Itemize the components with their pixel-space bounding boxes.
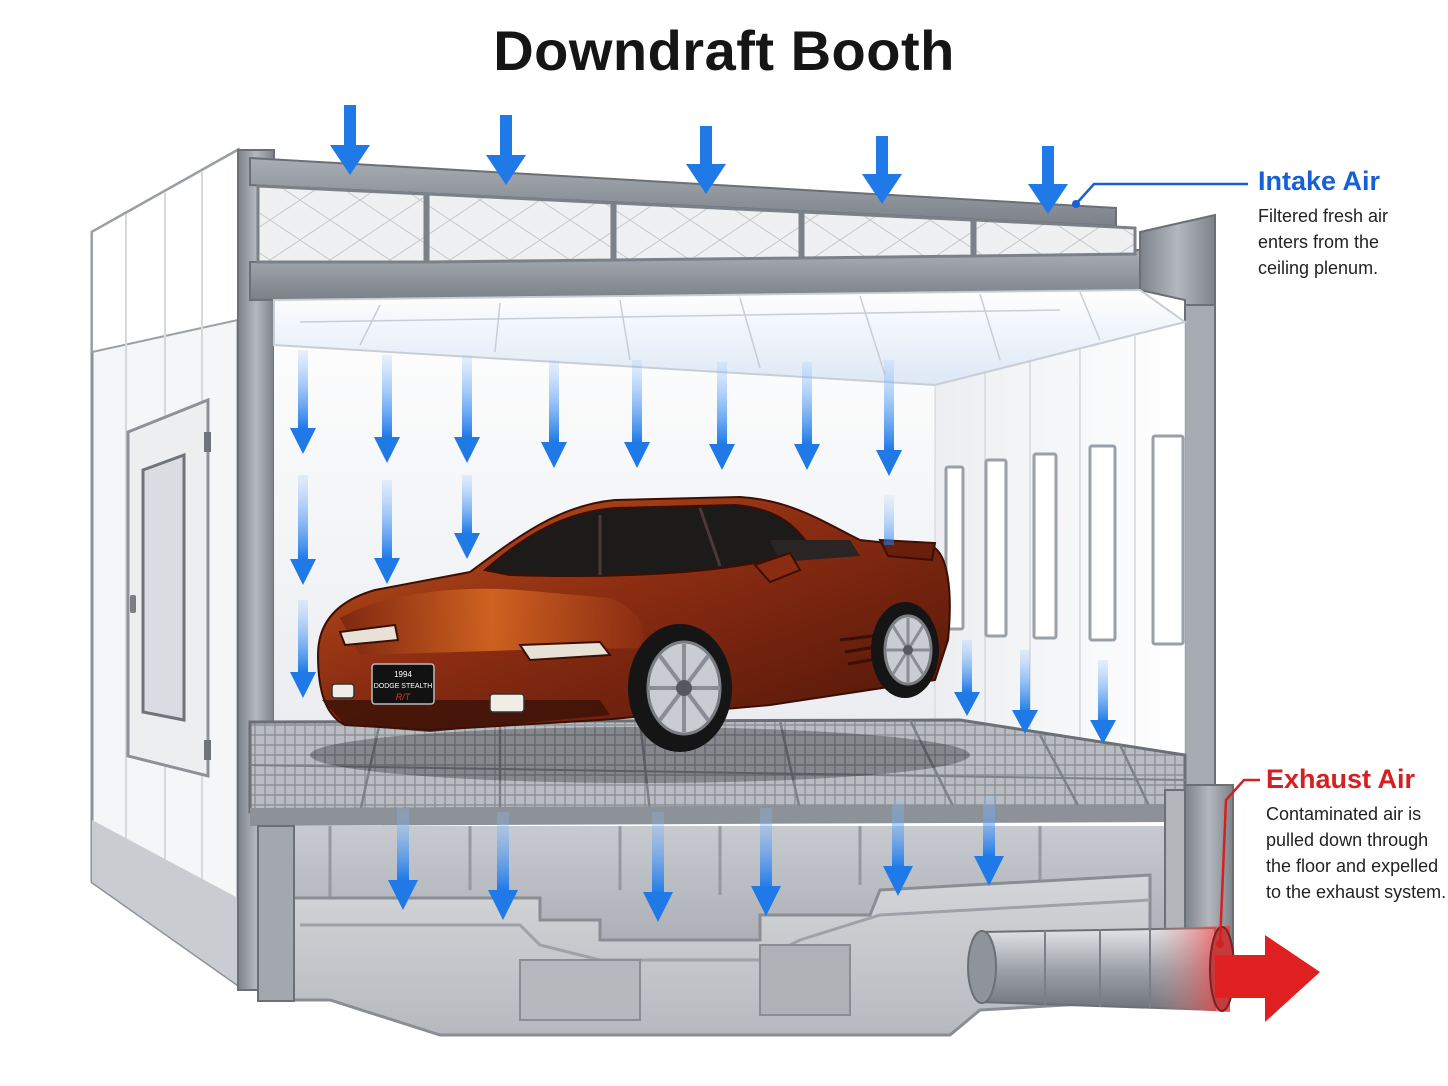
rear-wheel <box>871 602 939 698</box>
plate-year: 1994 <box>394 670 412 679</box>
intake-leader <box>1072 182 1248 208</box>
diagram-title: Downdraft Booth <box>493 19 955 82</box>
access-door <box>126 397 211 778</box>
airflow-arrows <box>290 105 1320 1022</box>
exhaust-air-heading: Exhaust Air <box>1266 764 1416 794</box>
front-wheel <box>628 624 732 752</box>
exhaust-leader <box>1216 778 1260 948</box>
floor-grating <box>248 718 1187 826</box>
wall-light-fixtures <box>944 434 1185 646</box>
plate-trim: R/T <box>396 692 412 702</box>
license-plate <box>371 663 435 705</box>
plate-model: DODGE STEALTH <box>374 683 433 690</box>
intake-air-heading: Intake Air <box>1258 166 1381 196</box>
downdraft-arrows <box>290 350 1116 922</box>
car: 1994 DODGE STEALTH R/T <box>310 495 970 783</box>
intake-arrows <box>330 105 1068 214</box>
exhaust-arrow <box>1215 935 1320 1022</box>
intake-air-description: Filtered fresh air enters from the ceili… <box>1258 206 1389 278</box>
intake-air-callout: Intake Air Filtered fresh air enters fro… <box>1258 166 1388 281</box>
exhaust-air-description: Contaminated air is pulled down through … <box>1266 804 1447 902</box>
exhaust-duct <box>967 784 1235 1012</box>
intake-filters <box>256 184 1137 264</box>
exhaust-air-callout: Exhaust Air Contaminated air is pulled d… <box>1266 764 1446 905</box>
